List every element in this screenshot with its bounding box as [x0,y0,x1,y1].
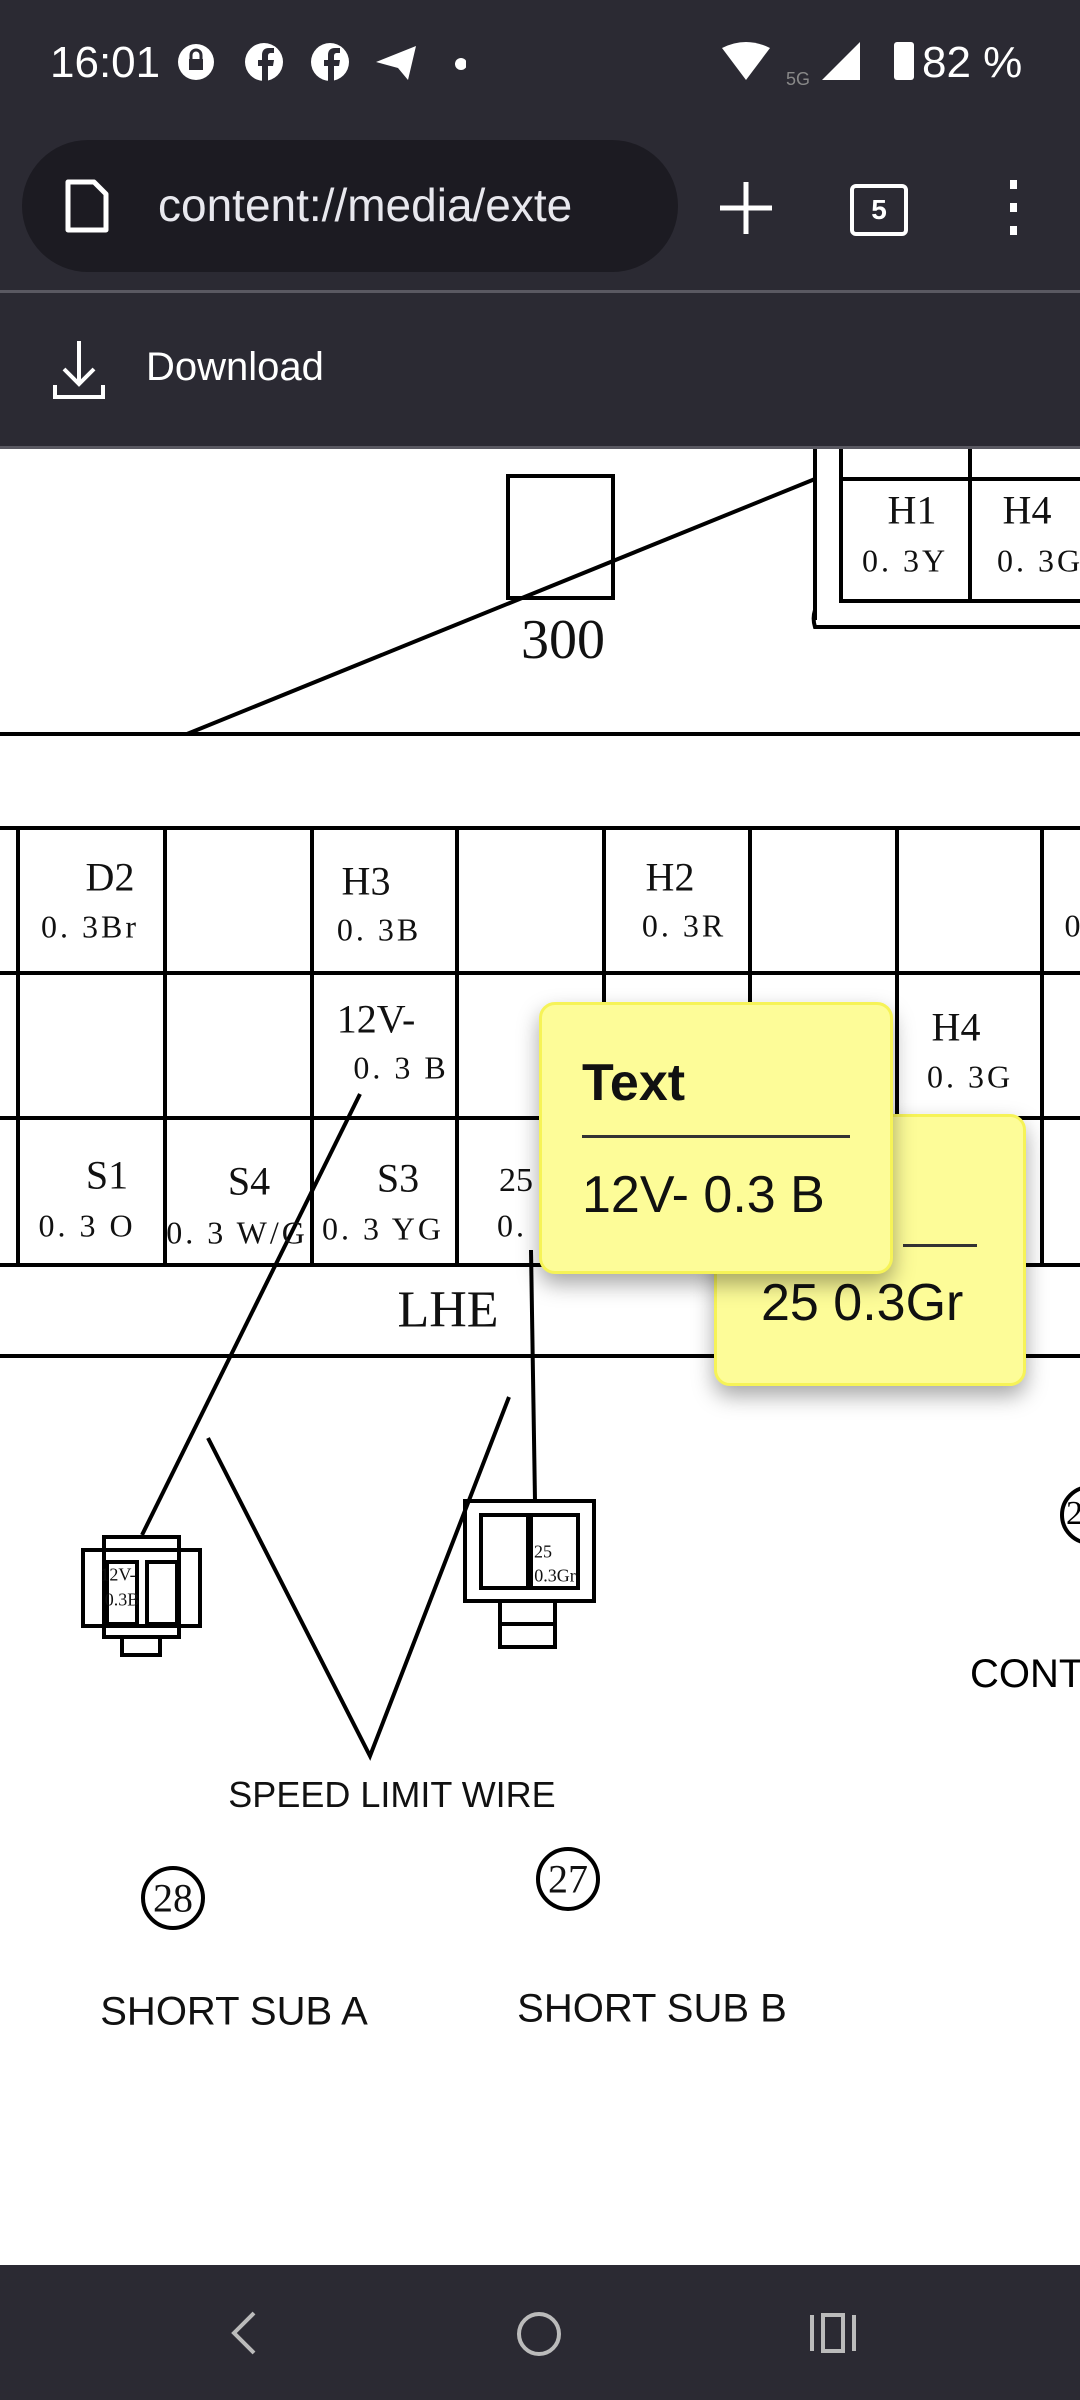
popup-content: 12V- 0.3 B [582,1166,825,1224]
cell-code: H3 [341,858,391,904]
back-icon[interactable] [226,2309,262,2357]
download-divider [0,446,1080,449]
wire [186,477,816,736]
badge-27-circle [536,1847,600,1911]
cell-wire: 0. 3 O [38,1207,136,1244]
cell-wire: 0. 3G [926,1058,1014,1095]
wire-12v [140,1093,362,1536]
text-annotation-popup[interactable]: Text 12V- 0.3 B [539,1002,893,1274]
cell-code: 25 [499,1162,533,1199]
toolbar-divider [0,290,1080,293]
popup-divider [903,1244,977,1247]
telegram-icon [376,46,416,80]
cell-code: S3 [376,1155,420,1201]
file-icon [65,179,109,233]
cell-code: 12V- [336,996,416,1042]
facebook-icon [245,43,283,82]
cont-label: CONT [970,1652,1080,1696]
battery-level: 82 % [922,38,1023,87]
connector-a-text: 12V- [100,1564,136,1585]
popup-title: Text [582,1054,686,1112]
cell-wire: 0. 3Br [41,908,139,945]
cell-code: H2 [645,854,695,900]
cell-wire: 0. 3Y [861,542,949,579]
cell-wire: 0. 3 W/G [166,1214,308,1251]
speed-limit-wire [206,1396,511,1761]
cell-wire: 0 [1064,907,1080,944]
popup-divider [582,1135,850,1138]
badge-28: 28 [153,1875,193,1921]
battery-icon [894,42,914,80]
cell-wire: 0. 3G [996,542,1080,579]
svg-text:2: 2 [1066,1495,1080,1532]
network-icons: 5G [722,42,860,89]
cell-wire: 0. [497,1207,527,1244]
badge-28-circle [141,1866,205,1930]
badge-partial-circle [1060,1486,1080,1544]
connector-a-text: 0.3B [104,1589,140,1610]
connector-a [81,1535,202,1657]
cell-wire: 0. 3 YG [321,1210,445,1247]
download-icon [53,341,105,399]
box-300 [506,474,615,600]
download-label[interactable]: Download [146,345,324,389]
cell-code: H1 [887,487,937,533]
url-text[interactable]: content://media/exte [158,179,573,231]
recents-icon[interactable] [808,2311,858,2355]
navigation-bar [0,2265,1080,2400]
connector-b-text: 0.3Gr [534,1565,576,1586]
status-bar: 16:01 5G 82 % [0,0,1080,130]
connector-cells [839,449,1080,603]
facebook-icon [311,43,349,82]
messenger-lock-icon [178,44,214,80]
cell-code: S4 [227,1158,271,1204]
connector-b [463,1499,596,1649]
cell-wire: 0. 3R [641,907,727,944]
wire-25 [529,1249,537,1502]
address-bar[interactable] [22,140,678,272]
network-type: 5G [786,69,810,89]
notification-icons [178,43,466,82]
wifi-icon [722,42,770,80]
popup-content: 25 0.3Gr [761,1274,964,1332]
cell-code: H4 [931,1004,981,1050]
badge-27: 27 [548,1856,588,1902]
short-sub-b-label: SHORT SUB B [517,1986,787,2031]
new-tab-icon[interactable] [718,180,774,236]
cell-code: D2 [85,854,135,900]
cell-code: H4 [1002,487,1052,533]
status-time: 16:01 [50,38,161,87]
signal-icon [822,42,860,80]
cell-wire: 0. 3 B [353,1049,449,1086]
tab-switcher-button[interactable]: 5 [850,184,908,236]
home-icon[interactable] [514,2309,564,2359]
speed-limit-label: SPEED LIMIT WIRE [228,1774,556,1815]
more-menu-icon[interactable] [1004,180,1024,236]
short-sub-a-label: SHORT SUB A [100,1989,368,2034]
box-300-label: 300 [521,609,605,671]
lhe-label: LHE [397,1281,499,1339]
cell-code: S1 [85,1152,129,1198]
dot-icon [455,58,466,70]
cell-wire: 0. 3B [336,911,422,948]
download-bar[interactable]: Download [0,293,1080,446]
connector-outline [811,449,1080,629]
connector-b-text: 25 [534,1541,552,1562]
